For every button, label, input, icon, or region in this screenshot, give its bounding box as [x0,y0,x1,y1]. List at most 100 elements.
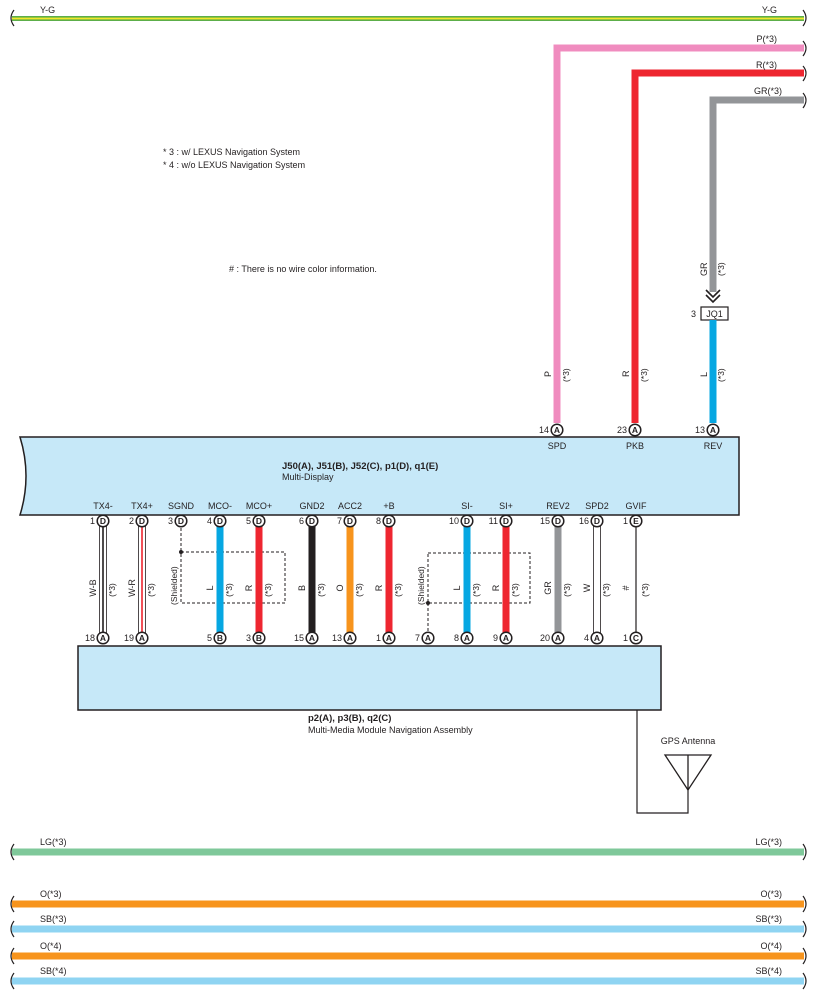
pin-signal-label: MCO- [208,501,232,511]
wire-label-right: O(*4) [760,941,782,951]
pin-number: 8 [454,633,459,643]
wire-variant-label: (*3) [354,583,364,597]
nav-module-connectors: p2(A), p3(B), q2(C) [308,713,391,724]
pin-bottom: B5 [207,631,227,645]
wire-variant-label: (*3) [107,583,117,597]
pin-top: D 16 [579,514,604,528]
pin-signal-label: TX4+ [131,501,153,511]
wire-color-label: # [621,585,631,590]
wire-color-label: GR [699,262,709,276]
pin-bottom: C1 [623,631,643,645]
pin-number: 8 [376,516,381,526]
connector-letter: A [139,633,145,643]
wire-variant-label: (*3) [716,368,726,382]
wire-gr-jq1: GR(*3) JQ1 3 GR (*3) [691,86,807,423]
pin-number: 9 [493,633,498,643]
connector-letter: B [217,633,223,643]
upper-wire-labels: P (*3) R (*3) L (*3) [543,368,726,382]
pin-number: 13 [332,633,342,643]
shield-box-mic: (Shielded) [169,528,286,605]
pin-number: 23 [617,425,627,435]
pin-signal-label: REV [704,441,723,451]
pin-bottom: B3 [246,631,266,645]
pin-number: 1 [623,516,628,526]
pin-signal-label: MCO+ [246,501,272,511]
wire-o3: O(*3)O(*3) [10,889,807,913]
wire-sb3: SB(*3)SB(*3) [10,914,807,938]
lower-wire-acc2: O(*3)ACC2D7A13ACC [332,501,364,659]
wire-label-right: P(*3) [756,34,777,44]
wire-label-right: LG(*3) [755,837,782,847]
pin-bottom: A 13 [332,631,357,645]
pin-top: D2 [129,514,149,528]
pin-top: E1 [623,514,643,528]
wire-r: R(*3) [631,60,807,423]
wire-color-label: GR [543,581,553,595]
pin-signal-label: ACC2 [338,501,362,511]
pin-pkb: A23 [617,423,642,437]
lower-wire-rev2: GR(*3)REV2D15A20REV [540,501,572,659]
pin-number: 20 [540,633,550,643]
pin-number: 4 [584,633,589,643]
wire-variant-label: (*3) [562,583,572,597]
wire-color-label: W-B [88,579,98,596]
connector-letter: E [633,516,639,526]
wire-label-left: O(*3) [40,889,62,899]
pin-number: 10 [449,516,459,526]
pin-number: 7 [337,516,342,526]
multi-display-name: Multi-Display [282,472,334,482]
lower-wire-tx4-: W-B(*3)TX4-D1A18TX- [85,501,117,659]
shielded-label: (Shielded) [416,566,426,605]
connector-letter: D [309,516,315,526]
wire-color-label: R [374,584,384,591]
wire-p: P(*3) [553,34,807,423]
wire-variant-label: (*3) [146,583,156,597]
lower-wire-gnd2: B(*3)GND2D6A15GND1 [294,501,326,659]
bottom-wires: LG(*3)LG(*3)O(*3)O(*3)SB(*3)SB(*3)O(*4)O… [10,837,807,990]
pin-number: 5 [207,633,212,643]
connector-letter: A [347,633,353,643]
gps-antenna: GPS Antenna [636,710,715,814]
pin-number: 6 [299,516,304,526]
pin-signal-label: GVIF [625,501,647,511]
pin-top: D6 [299,514,319,528]
connector-letter: D [178,516,184,526]
wire-variant-label: (*3) [510,583,520,597]
pin-number: 16 [579,516,589,526]
pin-signal-label: GND2 [299,501,324,511]
wire-color-label: W-R [127,579,137,597]
wire-color-label: W [582,583,592,592]
pin-top: D7 [337,514,357,528]
connector-letter: A [425,633,431,643]
pin-top: D11 [489,514,513,528]
lower-wire-si-: L(*3)SI-D10A8VOI- [449,501,481,659]
pin-signal-label: REV2 [546,501,570,511]
connector-letter: A [554,425,560,435]
nav-module-name: Multi-Media Module Navigation Assembly [308,725,473,735]
wire-label-left: SB(*4) [40,966,67,976]
connector-letter: A [555,633,561,643]
pin-signal-label: SPD2 [585,501,609,511]
connector-letter: D [100,516,106,526]
connector-letter: C [633,633,639,643]
connector-letter: A [594,633,600,643]
connector-letter: D [217,516,223,526]
pin-number: 5 [246,516,251,526]
wire-label-right: Y-G [762,5,777,15]
junction-label: JQ1 [706,309,723,319]
pin-number: 14 [539,425,549,435]
pin-signal-label: SI- [461,501,473,511]
connector-letter: D [503,516,509,526]
connector-letter: A [309,633,315,643]
pin-number: 2 [129,516,134,526]
connector-letter: D [594,516,600,526]
wire-label-left: Y-G [40,5,55,15]
pin-signal-label: TX4- [93,501,113,511]
wire-color-label: R [491,584,501,591]
pin-signal-label: SPD [548,441,567,451]
junction-pin: 3 [691,309,696,319]
wire-sb4: SB(*4)SB(*4) [10,966,807,990]
wire-variant-label: (*3) [471,583,481,597]
pin-number: 1 [623,633,628,643]
pin-bottom: A1 [376,631,396,645]
